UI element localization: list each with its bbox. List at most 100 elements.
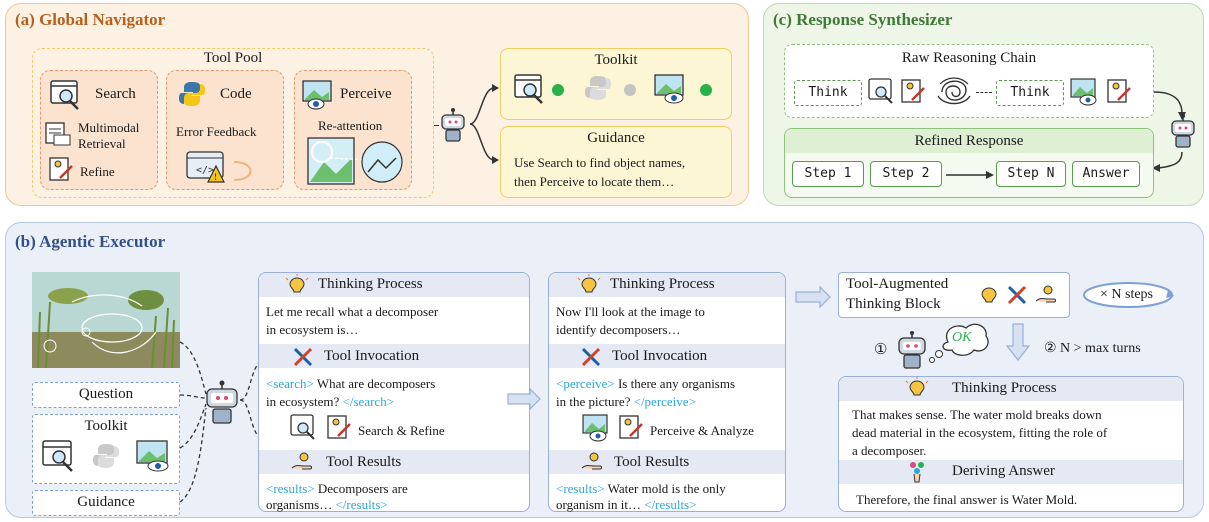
step2-invocation-text2: in the picture?: [556, 394, 634, 409]
deriving-answer-header: [839, 460, 1183, 484]
question-label: Question: [78, 386, 134, 402]
perceive-close-tag: </perceive>: [633, 394, 696, 409]
hand-icon: [291, 452, 312, 470]
step2-results-close-tag: </results>: [644, 497, 697, 512]
search-close-tag: </search>: [342, 394, 395, 409]
step2-invocation-text1: Is there any organisms: [614, 376, 736, 391]
code-disabled-dot: [624, 84, 636, 96]
step1-results-line2: organisms… </results>: [266, 496, 388, 513]
step1-thought-line2: in ecosystem is…: [266, 322, 359, 337]
think-box-1: Think: [794, 80, 862, 106]
block-down-arrow: [1005, 323, 1031, 361]
step2-results-label: Tool Results: [614, 454, 690, 470]
search-enabled-dot: [552, 84, 564, 96]
step1-invocation-line2: in ecosystem? </search>: [266, 393, 394, 410]
step2-invocation-line1: <perceive> Is there any organisms: [556, 375, 735, 392]
step2-results-header: [549, 450, 785, 474]
final-thinking-header: [839, 377, 1183, 401]
block-hand-icon: [1035, 285, 1056, 303]
final-thought-line3: a decomposer.: [852, 443, 927, 458]
step1-invocation-label: Tool Invocation: [324, 348, 420, 364]
raw-chain-label: Raw Reasoning Chain: [901, 50, 1037, 66]
refine-icon: [49, 157, 73, 181]
step1-invocation-text1: What are decomposers: [313, 376, 436, 391]
step2-thought-line1: Now I'll look at the image to: [556, 304, 705, 319]
code-label: Code: [220, 86, 252, 102]
think-box-2: Think: [996, 80, 1064, 106]
navigator-branch-arrows: [469, 84, 499, 164]
svg-text:</>: </>: [196, 165, 214, 176]
robot-icon: [441, 108, 465, 142]
step2-results-text2: organism in it…: [556, 497, 645, 512]
tool-pool-to-robot-link: [434, 125, 439, 126]
search-label: Search: [95, 86, 136, 102]
block-lightbulb-icon: [981, 287, 997, 303]
re-attention-label: Re-attention: [318, 118, 383, 133]
refined-response-header: [785, 129, 1153, 153]
tool-pool-label: Tool Pool: [203, 50, 263, 66]
agentic-executor-title: (b) Agentic Executor: [15, 232, 166, 251]
raw-chain-refine-icon: [901, 79, 925, 103]
perceive-enabled-dot: [700, 84, 712, 96]
step1-to-step2-arrow: [507, 387, 541, 411]
refined-response-label: Refined Response: [914, 133, 1024, 149]
re-attention-image: [307, 137, 403, 185]
global-navigator-title: (a) Global Navigator: [15, 10, 166, 29]
final-lightbulb-icon: [905, 377, 929, 396]
ok-robot-icon: [898, 331, 926, 369]
step2-results-open-tag: <results>: [556, 481, 605, 496]
toolkit-input-perceive-icon: [136, 440, 169, 472]
question-input-box: [32, 382, 180, 408]
guidance-output-box: [500, 126, 732, 198]
toolkit-output-label: Toolkit: [594, 52, 638, 68]
step1-action-label: Search & Refine: [358, 423, 445, 438]
executor-robot-icon: [206, 380, 238, 424]
step2-invocation-label: Tool Invocation: [612, 348, 708, 364]
guidance-input-box: [32, 490, 180, 516]
condition-2-label: ② N > max turns: [1044, 341, 1141, 356]
final-thought-line1: That makes sense. The water mold breaks …: [852, 407, 1102, 422]
block-tools-icon: [1007, 285, 1027, 305]
step2-action-label: Perceive & Analyze: [650, 423, 754, 438]
step-arrow: [946, 171, 994, 179]
step1-results-line1: <results> Decomposers are: [266, 480, 408, 497]
ecosystem-image: [32, 272, 180, 369]
step2-to-block-arrow: [795, 285, 831, 309]
toolkit-search-icon: [514, 74, 543, 104]
guidance-text-line2: then Perceive to locate them…: [514, 174, 675, 189]
robot-to-step1-links: [239, 361, 261, 439]
refine-label: Refine: [80, 164, 115, 179]
error-code-icon: </> !: [186, 151, 252, 183]
tool-augmented-label-1: Tool-Augmented: [846, 276, 949, 292]
deriving-answer-icon: [910, 462, 924, 483]
toolkit-python-icon: [585, 76, 611, 100]
step1-refine-icon: [327, 415, 351, 439]
n-steps-loop: [1083, 282, 1174, 308]
final-thought-line2: dead material in the ecosystem, fitting …: [852, 425, 1108, 440]
step1-results-label: Tool Results: [326, 454, 402, 470]
step1-results-text1: Decomposers are: [314, 481, 408, 496]
results-open-tag: <results>: [266, 481, 315, 496]
multimodal-retrieval-icon: [45, 122, 71, 146]
toolkit-input-label: Toolkit: [84, 418, 128, 434]
step2-thought-line2: identify decomposers…: [556, 322, 681, 337]
search-icon: [50, 80, 79, 110]
lightbulb-icon: [285, 274, 309, 293]
raw-chain-perceive-icon: [1070, 78, 1097, 106]
ok-label: OK: [952, 330, 972, 345]
retrieval-label: Retrieval: [78, 136, 126, 151]
tangle-icon: [937, 77, 971, 105]
synth-robot-icon: [1171, 114, 1195, 148]
step2-results-text1: Water mold is the only: [604, 481, 726, 496]
step-1-box: Step 1: [792, 161, 864, 187]
perceive-label: Perceive: [340, 86, 392, 102]
tool-pool-box: [32, 48, 434, 198]
tools-icon: [293, 347, 313, 367]
final-thinking-label: Thinking Process: [952, 380, 1057, 396]
toolkit-input-search-icon: [42, 440, 73, 472]
synth-curve-arrows: [1152, 91, 1186, 172]
step2-invocation-line2: in the picture? </perceive>: [556, 393, 696, 410]
step1-thought-line1: Let me recall what a decomposer: [266, 304, 439, 319]
toolkit-input-python-icon: [93, 444, 119, 468]
input-to-robot-links: [179, 341, 207, 503]
